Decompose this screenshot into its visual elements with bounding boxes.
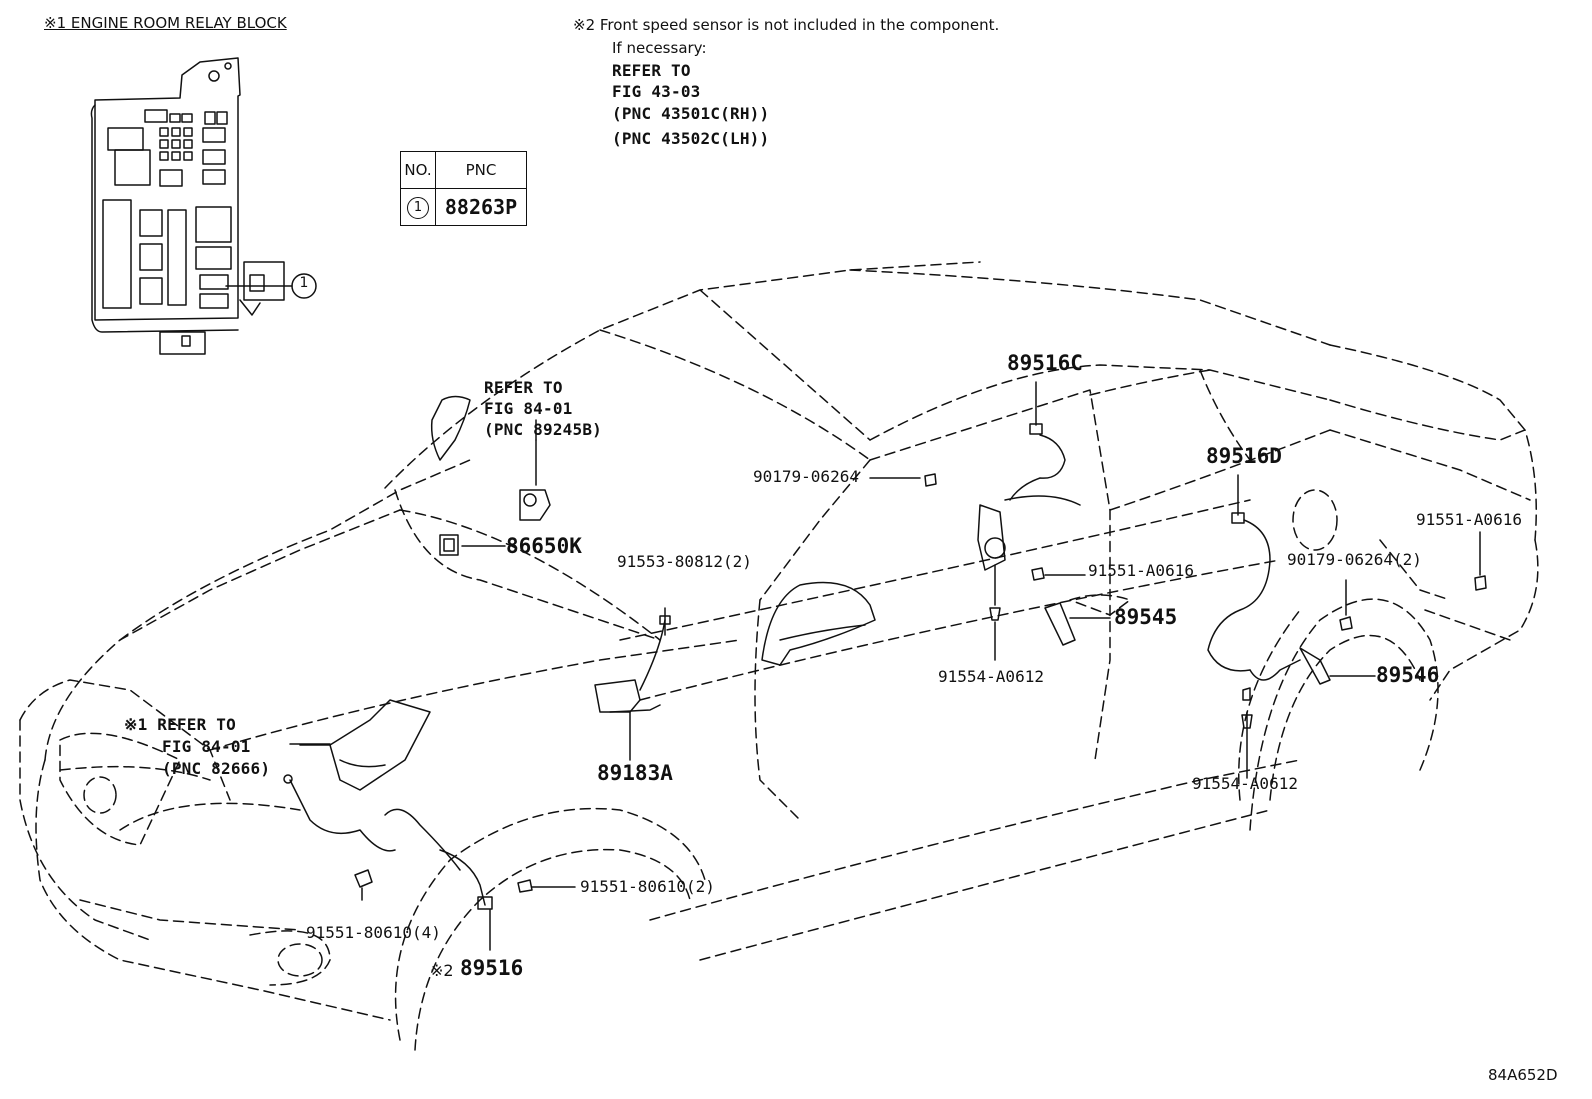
part-label-89546: 89546 [1376,663,1440,687]
part-89183a-drawing [594,607,671,761]
pnc-table-header-no: NO. [400,151,436,189]
part-label-91551-80610-4: 91551-80610(4) [306,923,441,942]
relay-refer-fig: FIG 84-01 [162,737,251,756]
steering-refer-fig: FIG 84-01 [484,399,573,418]
pnc-table-row-pnc: 88263P [435,188,527,226]
part-label-89516d: 89516D [1206,444,1282,468]
vehicle-outline [19,261,1539,1051]
part-label-91551-a0616-right: 91551-A0616 [1416,510,1522,529]
part-label-86650k: 86650K [506,534,582,558]
part-label-90179-06264-2: 90179-06264(2) [1287,550,1422,569]
part-89516c-drawing [869,381,1111,661]
relay-refer-to: ※1 REFER TO [124,715,236,734]
side-mirror [761,581,876,666]
callout-circle: 1 [407,196,429,219]
callout-number-1: 1 [299,275,309,291]
relay-block-title: ※1 ENGINE ROOM RELAY BLOCK [44,14,287,32]
part-label-90179-06264: 90179-06264 [753,467,859,486]
pnc-table-header-pnc: PNC [435,151,527,189]
part-label-89545: 89545 [1114,605,1178,629]
pnc-table-row-no: 1 [400,188,436,226]
steering-refer-pnc: (PNC 89245B) [484,420,602,439]
part-89516d-drawing [1207,474,1487,779]
engine-room-relay-block-drawing [90,57,317,355]
part-label-91551-a0616-mid: 91551-A0616 [1088,561,1194,580]
leader-lines [289,419,537,745]
part-label-91554-a0612-mid: 91554-A0612 [938,667,1044,686]
pnc-table: NO. PNC 1 88263P [400,151,527,226]
steering-refer-to: REFER TO [484,378,563,397]
steering-sensor-part [430,395,551,521]
part-label-89516: 89516 [460,956,524,980]
part-label-91554-a0612-right: 91554-A0612 [1192,774,1298,793]
relay-refer-pnc: (PNC 82666) [162,759,271,778]
part-note-mark-2: ※2 [430,961,454,980]
diagram-code: 84A652D [1488,1066,1558,1084]
part-label-89183a: 89183A [597,761,673,785]
note-pnc-rh: (PNC 43501C(RH)) [612,104,770,123]
pnc-table-row: 1 88263P [400,188,527,226]
note-pnc-lh: (PNC 43502C(LH)) [612,129,770,148]
note-fig-43-03: FIG 43-03 [612,82,701,101]
if-necessary-note: If necessary: [612,39,707,57]
part-label-89516c: 89516C [1007,351,1083,375]
part-86650k-drawing [439,534,506,556]
pnc-table-header-row: NO. PNC [400,151,527,189]
part-label-91551-80610-2: 91551-80610(2) [580,877,715,896]
part-label-91553-80812: 91553-80812(2) [617,552,752,571]
note-refer-to: REFER TO [612,61,691,80]
front-sensor-note: ※2 Front speed sensor is not included in… [573,16,1000,34]
front-harness-drawing [283,699,576,951]
